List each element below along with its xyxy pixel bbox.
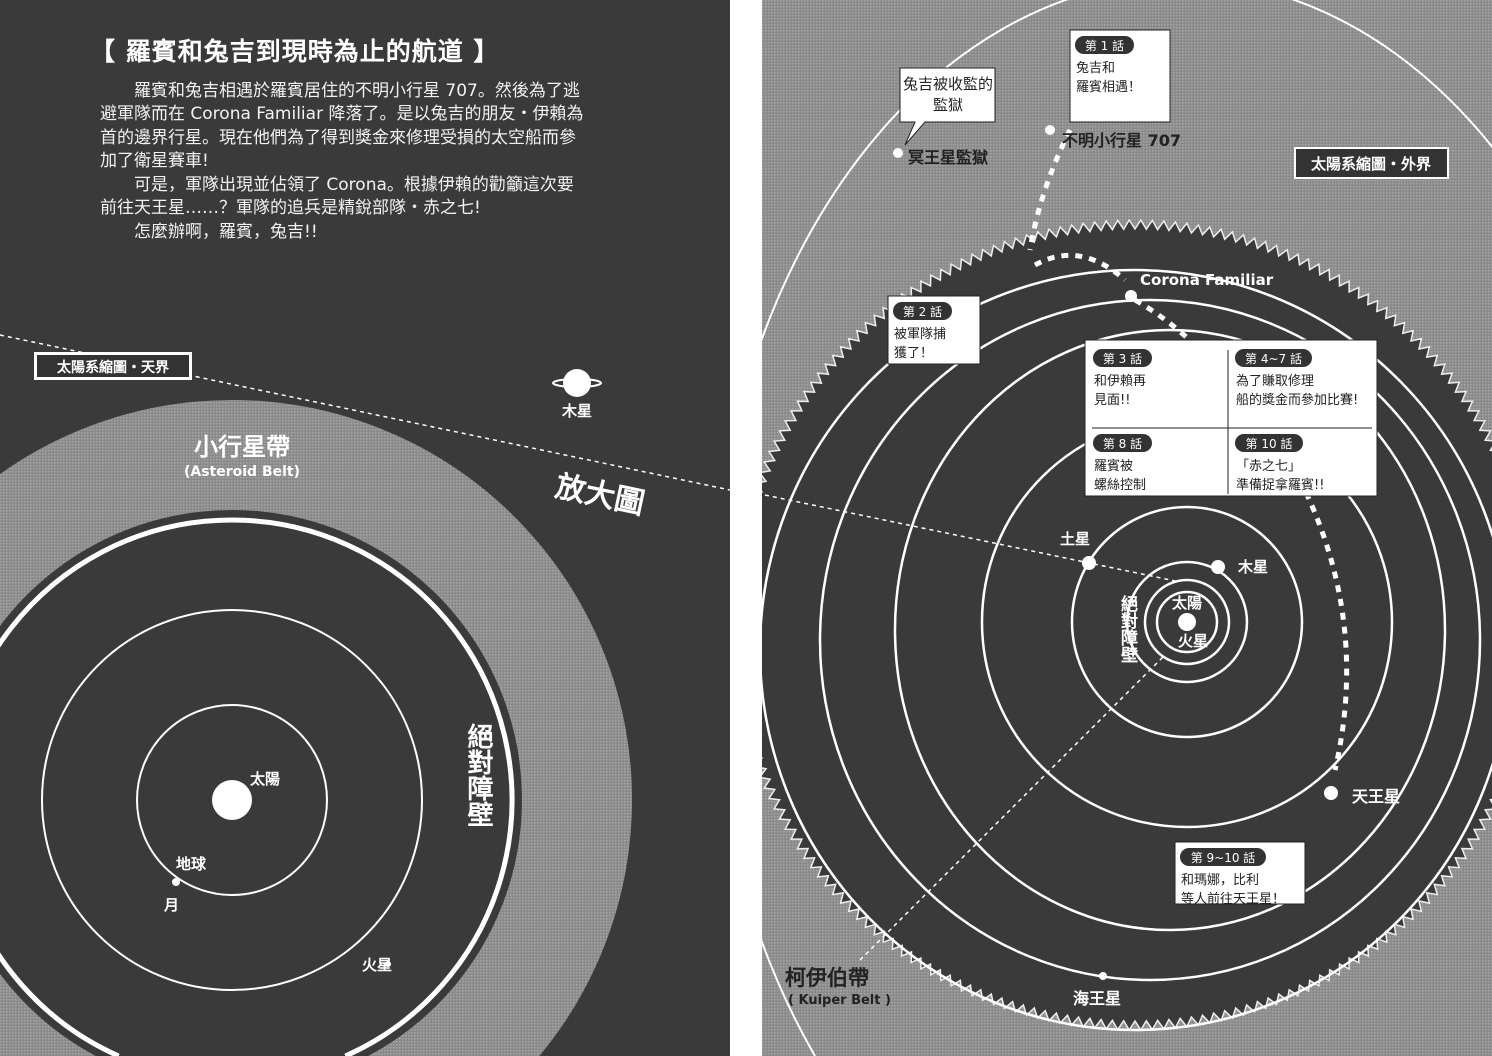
neptune-label: 海王星 [1073,989,1121,1008]
episode-badge-text: 第 2 話 [903,304,942,319]
intro-text: 【 羅賓和兔吉到現時為止的航道 】 羅賓和兔吉相遇於羅賓居住的不明小行星 707… [90,39,590,244]
asteroid-belt-en-label: (Asteroid Belt) [184,464,300,480]
episode-badge-text: 第 10 話 [1246,436,1293,451]
intro-paragraph: 羅賓和兔吉相遇於羅賓居住的不明小行星 707。然後為了逃避軍隊而在 Corona… [100,80,584,172]
episode-text: 等人前往天王星！ [1181,891,1285,907]
episode-text: 準備捉拿羅賓!! [1236,477,1324,493]
outer-map-label: 太陽系縮圖・外界 [1311,155,1431,173]
neptune [1099,972,1107,980]
intro-paragraph: 可是，軍隊出現並佔領了 Corona。根據伊賴的勸籲這次要前往天王星……？軍隊的… [100,174,574,219]
page-title: 【 羅賓和兔吉到現時為止的航道 】 [90,37,500,66]
sun [212,780,252,820]
barrier-label: 絕對障壁 [1117,594,1138,663]
corona-familiar [1125,290,1137,302]
route-to-uranus [1297,478,1350,771]
jupiter-label: 木星 [561,402,592,420]
jupiter [563,369,591,397]
absolute-barrier-ring [0,517,515,1056]
pluto-prison [893,148,903,158]
route-to-pluto [1027,128,1073,251]
asteroid-707 [1045,125,1055,135]
uranus-label: 天王星 [1352,787,1400,806]
mars-label: 火星 [362,956,392,974]
sun-label: 太陽 [250,770,280,788]
saturn [1082,556,1096,570]
episode-badge [1075,36,1134,54]
episode-text: 和瑪娜，比利 [1181,873,1259,888]
saturn-label: 土星 [1060,530,1090,548]
mars-orbit [41,609,423,991]
jupiter [1211,560,1225,574]
episode-badge-text: 第 4~7 話 [1245,351,1302,366]
episode-badge [1093,434,1152,452]
asteroid-belt-label: 小行星帶 [194,433,290,461]
episode-text: 被軍隊捕 [894,326,946,342]
kuiper-en-label: ( Kuiper Belt ) [788,993,891,1008]
pluto-prison-label: 冥王星監獄 [908,148,988,167]
right-page: 冥王星監獄 不明小行星 707 太陽系縮圖・外界 Corona Familiar… [762,0,1492,1056]
episode-text: 見面!! [1094,393,1130,408]
episode-text: 羅賓被 [1094,458,1133,474]
episode-badge-text: 第 9~10 話 [1191,850,1256,865]
episode-badge [1093,349,1152,367]
episode-text: 為了賺取修理 [1236,373,1314,389]
episode-text: 兔吉和 [1076,61,1115,76]
episode-text: 和伊賴再 [1094,374,1146,389]
episode-text: 螺絲控制 [1094,478,1146,493]
asteroid-707-label: 不明小行星 707 [1062,131,1181,150]
episode-badge [893,302,952,320]
episode-badge-text: 第 1 話 [1085,38,1124,53]
episode-text: 船的獎金而參加比賽! [1236,392,1358,408]
sun-label: 太陽 [1172,594,1202,612]
episode-badge [1235,434,1303,452]
orbits [762,268,1492,1032]
episode-text: 羅賓相遇！ [1076,79,1141,95]
earth-orbit [136,704,328,896]
mars-label: 火星 [1178,632,1208,650]
jupiter-label: 木星 [1237,558,1268,576]
route-to-corona [1033,252,1127,282]
moon-label: 月 [163,896,179,914]
intro-paragraph: 怎麼辦啊，羅賓，兔吉!! [134,221,318,242]
episode-text: 獲了！ [894,346,933,361]
episode-badge [1180,848,1266,866]
barrier-label: 絕對障壁 [463,723,493,827]
earth-label: 地球 [176,855,207,873]
episode-badge [1235,349,1312,367]
episode-badge-text: 第 3 話 [1103,351,1142,366]
sun [1178,613,1196,631]
earth [172,878,180,886]
left-page: 太陽系縮圖・天界 小行星帶 (Asteroid Belt) 放大圖 木星 太陽 … [0,0,730,1056]
episode-badge-text: 第 8 話 [1103,436,1142,451]
prison-bubble: 兔吉被收監的監獄 [903,75,994,114]
mars [385,961,391,967]
uranus [1324,786,1338,800]
prison-bubble-shape [899,67,996,146]
episode-text: 「赤之七」 [1236,459,1301,474]
episode-bubble: 第 10 話「赤之七」準備捉拿羅賓!! [1235,434,1324,493]
map-label: 太陽系縮圖・天界 [57,359,170,376]
corona-label: Corona Familiar [1140,271,1274,289]
kuiper-label: 柯伊伯帶 [785,966,869,990]
